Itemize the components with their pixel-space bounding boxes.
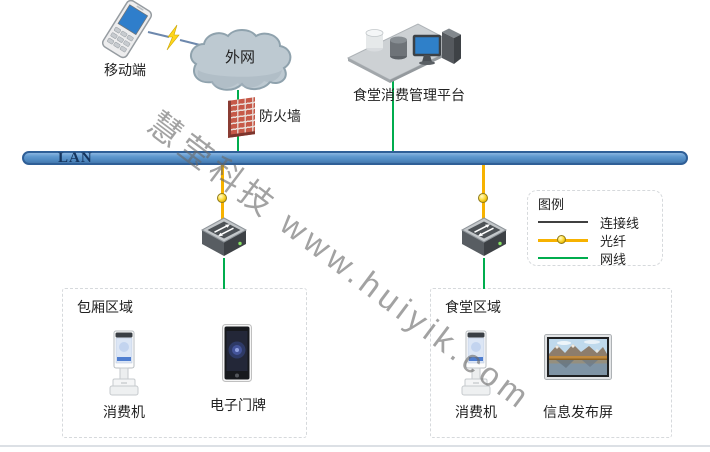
cloud-label: 外网 [224,49,255,66]
fiber-line-left [221,164,224,220]
network-line-right-zone [483,258,485,289]
device-label-door-plate: 电子门牌 [210,397,266,413]
consumption-machine-icon-left [109,330,139,396]
network-line-left-zone [223,258,225,289]
platform-label: 食堂消费管理平台 [353,87,465,103]
firewall-label: 防火墙 [259,108,301,124]
lightning-icon [166,24,180,51]
fiber-bead-right [478,193,488,203]
device-label-consumption-right: 消费机 [455,404,497,420]
legend-item-label: 光纤 [600,233,627,249]
legend-item-fiber: 光纤 [538,231,662,249]
switch-icon-left [200,217,248,256]
door-plate-icon [222,324,252,382]
legend-item-connection: 连接线 [538,213,662,231]
zone-box-private-room: 包厢区域 [62,288,307,438]
fiber-line-sample [538,234,588,244]
device-label-info-screen: 信息发布屏 [543,404,613,420]
server-platform-icon [346,23,462,83]
legend-item-network: 网线 [538,249,662,267]
fiber-bead-sample [557,234,566,244]
consumption-machine-icon-right [461,330,491,396]
firewall-icon [228,97,255,138]
mobile-phone-icon [101,0,153,59]
device-label-consumption-left: 消费机 [103,404,145,420]
zone-title: 包厢区域 [77,299,133,315]
legend-item-label: 连接线 [600,215,640,231]
lan-bus-bar: LAN [22,150,688,166]
fiber-bead-left [217,193,227,203]
connection-line-sample [538,220,588,224]
info-display-screen-icon [544,334,612,380]
legend-box: 图例 连接线 光纤 网线 [527,190,663,267]
cloud-icon [189,29,292,91]
mobile-label: 移动端 [104,62,146,78]
network-line-platform-lan [392,80,394,153]
zone-title: 食堂区域 [445,299,501,315]
switch-icon-right [460,217,508,256]
lan-label: LAN [58,150,93,166]
bottom-divider [0,445,710,447]
wireless-link-icon [147,24,201,51]
legend-title: 图例 [538,197,565,212]
network-line-sample [538,256,588,260]
legend-item-label: 网线 [600,251,627,267]
fiber-line-right [482,164,485,220]
